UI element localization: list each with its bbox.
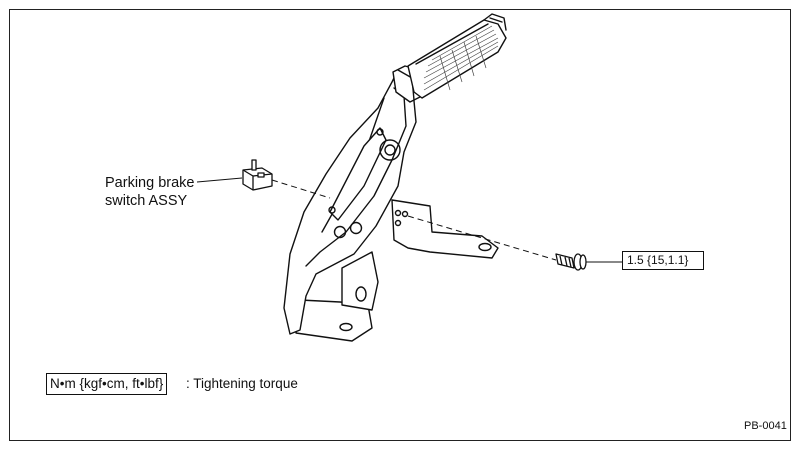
mounting-bolt [555, 253, 587, 271]
switch-label-line2: switch ASSY [105, 193, 188, 209]
right-mounting-bracket [391, 199, 499, 259]
lower-mounting-foot [295, 299, 373, 342]
torque-units-box: N•m {kgf•cm, ft•lbf} [46, 373, 168, 395]
bracket-hole-2 [401, 210, 409, 218]
switch-leader [196, 177, 243, 183]
figure-id: PB-0041 [744, 420, 787, 432]
leader-lines [196, 177, 622, 263]
bracket-hole-1 [394, 209, 402, 217]
rear-plate [341, 251, 379, 311]
bracket-hole-3 [394, 219, 402, 227]
handle-grip [407, 19, 507, 99]
slot-hole [376, 128, 384, 136]
torque-legend-text: : Tightening torque [186, 376, 298, 391]
handle-grip-end-cap [489, 17, 503, 23]
torque-value-box: 1.5 {15,1.1} [622, 251, 704, 270]
rear-plate-hole [355, 286, 367, 302]
bracket-bolt-hole [478, 242, 492, 252]
handle-grip-upper-edge [415, 23, 489, 65]
lever-rivet-2 [349, 221, 363, 235]
lever-body-inner-edge [305, 87, 407, 267]
pivot-outer [379, 139, 401, 161]
foot-bolt-hole [339, 322, 353, 332]
parking-brake-switch [242, 159, 273, 191]
switch-label-line1: Parking brake [105, 175, 195, 191]
lever-rivet-3 [328, 206, 336, 214]
grip-knurling [423, 25, 499, 91]
switch-assembly-line [271, 179, 331, 199]
switch-assy-label: Parking brake switch ASSY [105, 174, 194, 210]
lever-rivet-1 [333, 225, 347, 239]
bolt-assembly-line [407, 215, 557, 261]
pivot-inner [384, 144, 396, 156]
handle-grip-end [483, 13, 507, 31]
diagram-frame [9, 9, 791, 441]
